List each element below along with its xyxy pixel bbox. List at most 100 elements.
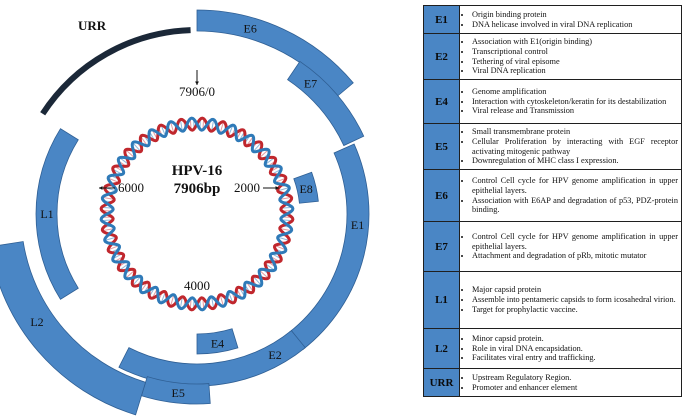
segment-e1: E1 <box>288 143 370 351</box>
segment-l2-label: L2 <box>30 315 43 329</box>
function-item: Genome amplification <box>472 87 678 97</box>
gene-function-cell: Minor capsid protein.Role in viral DNA e… <box>459 328 682 369</box>
segment-e4-arc <box>196 328 239 355</box>
function-item: Downregulation of MHC class I expression… <box>472 156 678 166</box>
center-subtitle: 7906bp <box>174 181 221 197</box>
marker-right-label: 2000 <box>234 180 260 195</box>
function-item: Promoter and enhancer element <box>472 383 678 393</box>
function-item: Small transmembrane protein <box>472 127 678 137</box>
segment-e6: E6 <box>196 9 354 97</box>
table-row-e2: E2Association with E1(origin binding)Tra… <box>423 33 682 80</box>
function-item: Tethering of viral episome <box>472 57 678 67</box>
segment-l2: L2 <box>0 241 147 416</box>
function-item: Role in viral DNA encapsidation. <box>472 344 678 354</box>
segment-l1-label: L1 <box>40 207 53 221</box>
dna-strand-blue <box>99 116 295 312</box>
function-item: Interaction with cytoskeleton/keratin fo… <box>472 97 678 107</box>
segment-e8: E8 <box>293 171 319 204</box>
gene-name-cell: E1 <box>423 5 460 34</box>
function-item: DNA helicase involved in viral DNA repli… <box>472 20 678 30</box>
gene-name-cell: URR <box>423 368 460 397</box>
segment-l2-arc <box>0 241 147 416</box>
gene-function-cell: Origin binding proteinDNA helicase invol… <box>459 5 682 34</box>
function-list: Small transmembrane proteinCellular Prol… <box>463 127 678 166</box>
table-row-e4: E4Genome amplificationInteraction with c… <box>423 79 682 124</box>
function-item: Control Cell cycle for HPV genome amplif… <box>472 232 678 252</box>
segment-e8-label: E8 <box>299 182 312 196</box>
marker-top-label: 7906/0 <box>179 84 215 99</box>
gene-name-cell: E6 <box>423 169 460 222</box>
function-item: Target for prophylactic vaccine. <box>472 305 678 315</box>
function-list: Genome amplificationInteraction with cyt… <box>463 87 678 116</box>
segment-l1: L1 <box>35 128 79 300</box>
marker-left-label: 6000 <box>118 180 144 195</box>
table-row-e5: E5Small transmembrane proteinCellular Pr… <box>423 123 682 170</box>
segment-e1-arc <box>288 143 370 351</box>
segment-e5-label: E5 <box>172 386 185 400</box>
gene-name-cell: L2 <box>423 328 460 369</box>
function-item: Cellular Proliferation by interacting wi… <box>472 137 678 157</box>
gene-name-cell: E5 <box>423 123 460 170</box>
segment-e2-arc <box>118 330 306 387</box>
gene-name-cell: L1 <box>423 271 460 329</box>
gene-function-cell: Major capsid proteinAssemble into pentam… <box>459 271 682 329</box>
function-item: Upstream Regulatory Region. <box>472 373 678 383</box>
center-title: HPV-16 <box>172 163 223 179</box>
function-item: Attachment and degradation of pRb, mitot… <box>472 251 678 261</box>
gene-name-cell: E4 <box>423 79 460 124</box>
function-list: Control Cell cycle for HPV genome amplif… <box>463 232 678 261</box>
function-item: Assemble into pentameric capsids to form… <box>472 295 678 305</box>
function-item: Transcriptional control <box>472 47 678 57</box>
segment-e7-label: E7 <box>304 76 317 90</box>
function-item: Major capsid protein <box>472 285 678 295</box>
function-item: Association with E6AP and degradation of… <box>472 196 678 216</box>
segment-e6-arc <box>196 9 354 97</box>
gene-function-cell: Genome amplificationInteraction with cyt… <box>459 79 682 124</box>
function-item: Viral release and Transmission <box>472 106 678 116</box>
function-item: Viral DNA replication <box>472 66 678 76</box>
segment-e4-label: E4 <box>211 336 224 350</box>
segment-e4: E4 <box>196 328 239 355</box>
marker-right-arrow-head <box>275 186 279 190</box>
gene-function-cell: Control Cell cycle for HPV genome amplif… <box>459 169 682 222</box>
gene-function-cell: Control Cell cycle for HPV genome amplif… <box>459 221 682 272</box>
function-item: Association with E1(origin binding) <box>472 37 678 47</box>
table-row-e6: E6Control Cell cycle for HPV genome ampl… <box>423 169 682 222</box>
table-row-e1: E1Origin binding proteinDNA helicase inv… <box>423 5 682 34</box>
urr-arc <box>40 27 191 116</box>
segment-e8-arc <box>293 171 319 204</box>
segment-e1-label: E1 <box>351 218 364 232</box>
gene-function-cell: Small transmembrane proteinCellular Prol… <box>459 123 682 170</box>
marker-top-arrow-head <box>195 81 199 85</box>
gene-function-table: E1Origin binding proteinDNA helicase inv… <box>423 5 682 397</box>
gene-function-cell: Upstream Regulatory Region.Promoter and … <box>459 368 682 397</box>
segment-e2: E2 <box>118 330 306 387</box>
marker-bottom-label: 4000 <box>184 278 210 293</box>
function-list: Major capsid proteinAssemble into pentam… <box>463 285 678 314</box>
segment-e2-label: E2 <box>268 348 281 362</box>
segment-e7-arc <box>287 60 365 147</box>
table-row-l2: L2Minor capsid protein.Role in viral DNA… <box>423 328 682 369</box>
urr-label: URR <box>78 18 107 33</box>
function-list: Minor capsid protein.Role in viral DNA e… <box>463 334 678 363</box>
function-item: Minor capsid protein. <box>472 334 678 344</box>
function-list: Association with E1(origin binding)Trans… <box>463 37 678 76</box>
dna-double-helix <box>99 116 295 312</box>
gene-name-cell: E2 <box>423 33 460 80</box>
segment-e7: E7 <box>287 60 365 147</box>
function-item: Facilitates viral entry and trafficking. <box>472 353 678 363</box>
gene-name-cell: E7 <box>423 221 460 272</box>
table-row-urr: URRUpstream Regulatory Region.Promoter a… <box>423 368 682 397</box>
marker-left-arrow-head <box>99 186 103 190</box>
table-row-l1: L1Major capsid proteinAssemble into pent… <box>423 271 682 329</box>
segment-e6-label: E6 <box>244 21 257 35</box>
segment-e5: E5 <box>140 376 211 405</box>
function-list: Upstream Regulatory Region.Promoter and … <box>463 373 678 393</box>
function-item: Origin binding protein <box>472 10 678 20</box>
segment-l1-arc <box>35 128 79 300</box>
table-row-e7: E7 Control Cell cycle for HPV genome ampl… <box>423 221 682 272</box>
function-list: Control Cell cycle for HPV genome amplif… <box>463 176 678 215</box>
gene-function-cell: Association with E1(origin binding)Trans… <box>459 33 682 80</box>
function-list: Origin binding proteinDNA helicase invol… <box>463 10 678 30</box>
